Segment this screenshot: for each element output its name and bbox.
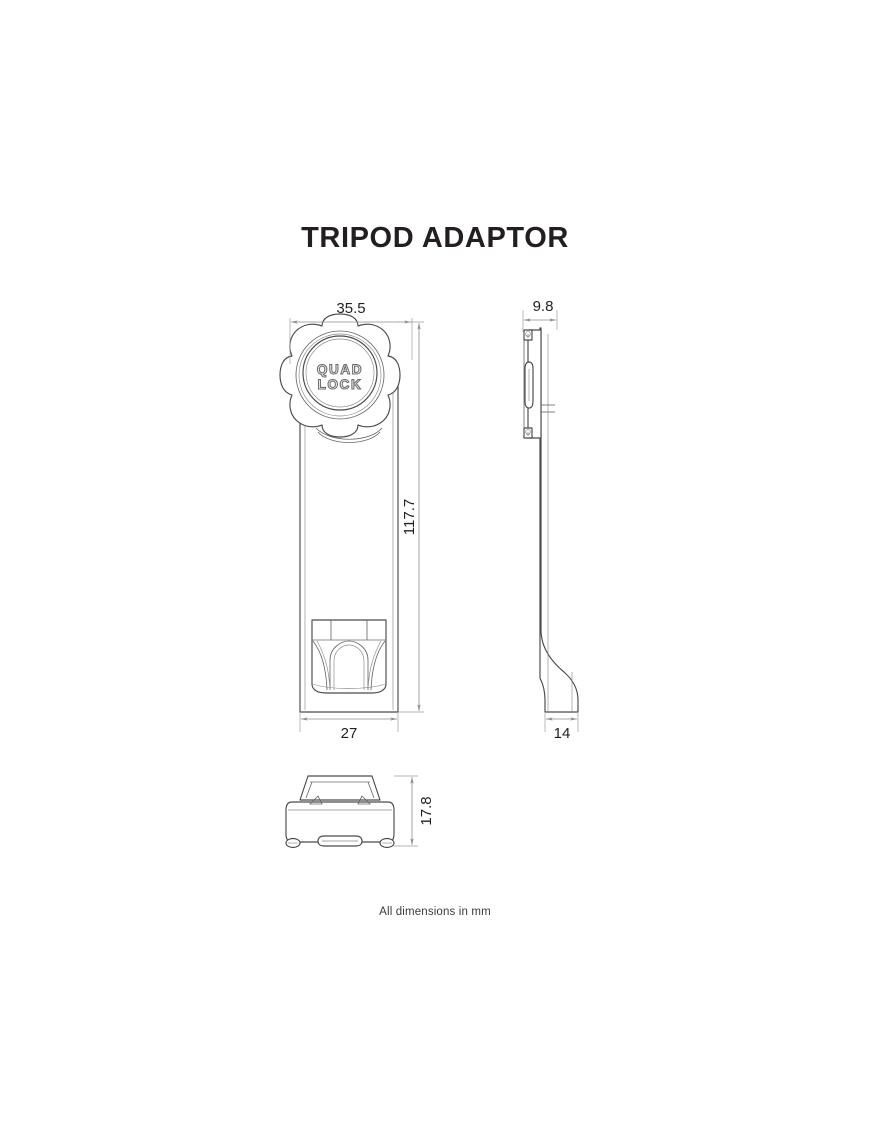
dimension-9-8: 9.8 [522,298,558,332]
dimension-label-base-width: 14 [554,725,571,742]
logo-line-lock: LOCK [318,377,363,392]
dimension-117-7: 117.7 [398,321,424,713]
bottom-view: 17.8 [285,775,435,849]
side-view: 9.8 14 [522,298,579,742]
tripod-socket-detail [311,619,387,694]
dimension-27: 27 [299,712,399,742]
front-view: QUAD LOCK [279,300,424,742]
dimension-14: 14 [544,712,579,742]
dimension-17-8: 17.8 [394,775,435,847]
dimension-35-5: 35.5 [289,300,413,364]
dimension-label-bottom-height: 17.8 [418,796,435,825]
dimension-label-total-height: 117.7 [401,499,418,535]
dimension-label-side-thickness: 9.8 [533,298,554,315]
quad-lock-logo: QUAD LOCK [316,361,363,392]
logo-line-quad: QUAD [317,362,363,377]
footer-note: All dimensions in mm [379,906,491,918]
dimension-label-body-width: 27 [341,725,358,742]
dimension-label-head-width: 35.5 [336,300,365,317]
page-title: TRIPOD ADAPTOR [301,222,569,254]
